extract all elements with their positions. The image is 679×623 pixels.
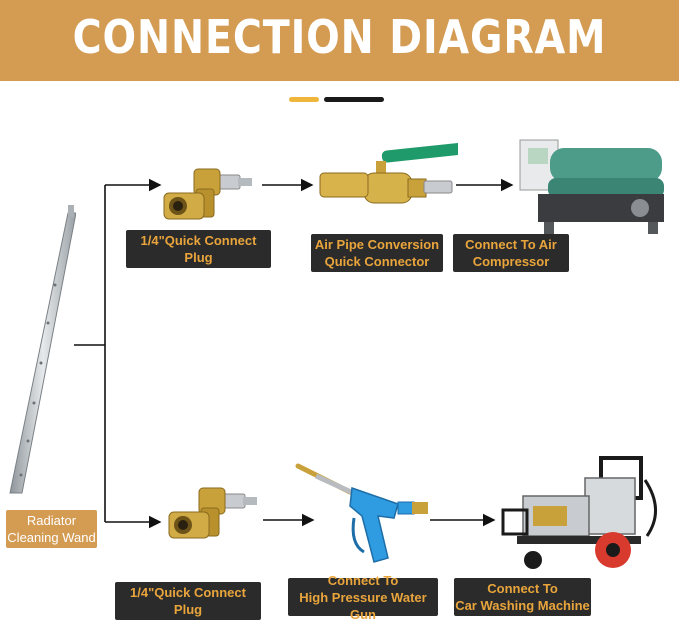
title-accent-bar-gold xyxy=(289,97,319,102)
label-air-compressor: Connect To Air Compressor xyxy=(453,234,569,272)
water-gun-icon xyxy=(295,463,428,563)
quick-connect-plug-bottom-icon xyxy=(168,487,257,539)
label-water-gun: Connect To High Pressure Water Gun xyxy=(288,573,438,622)
page-title: CONNECTION DIAGRAM xyxy=(72,10,607,64)
cleaning-wand-icon xyxy=(9,205,76,494)
air-compressor-icon xyxy=(519,139,664,234)
label-top-quick-connect-plug: 1/4"Quick Connect Plug xyxy=(126,230,271,268)
label-car-washing-machine: Connect To Car Washing Machine xyxy=(454,578,591,616)
label-air-pipe-converter: Air Pipe Conversion Quick Connector xyxy=(311,234,443,272)
label-cleaning-wand: Radiator Cleaning Wand xyxy=(6,510,97,548)
label-bottom-quick-connect-plug: 1/4"Quick Connect Plug xyxy=(115,582,261,620)
quick-connect-plug-top-icon xyxy=(163,168,252,220)
air-pipe-connector-icon xyxy=(319,143,458,204)
car-washing-machine-icon xyxy=(501,456,657,569)
header-banner xyxy=(0,0,679,81)
title-accent-bar-black xyxy=(324,97,384,102)
